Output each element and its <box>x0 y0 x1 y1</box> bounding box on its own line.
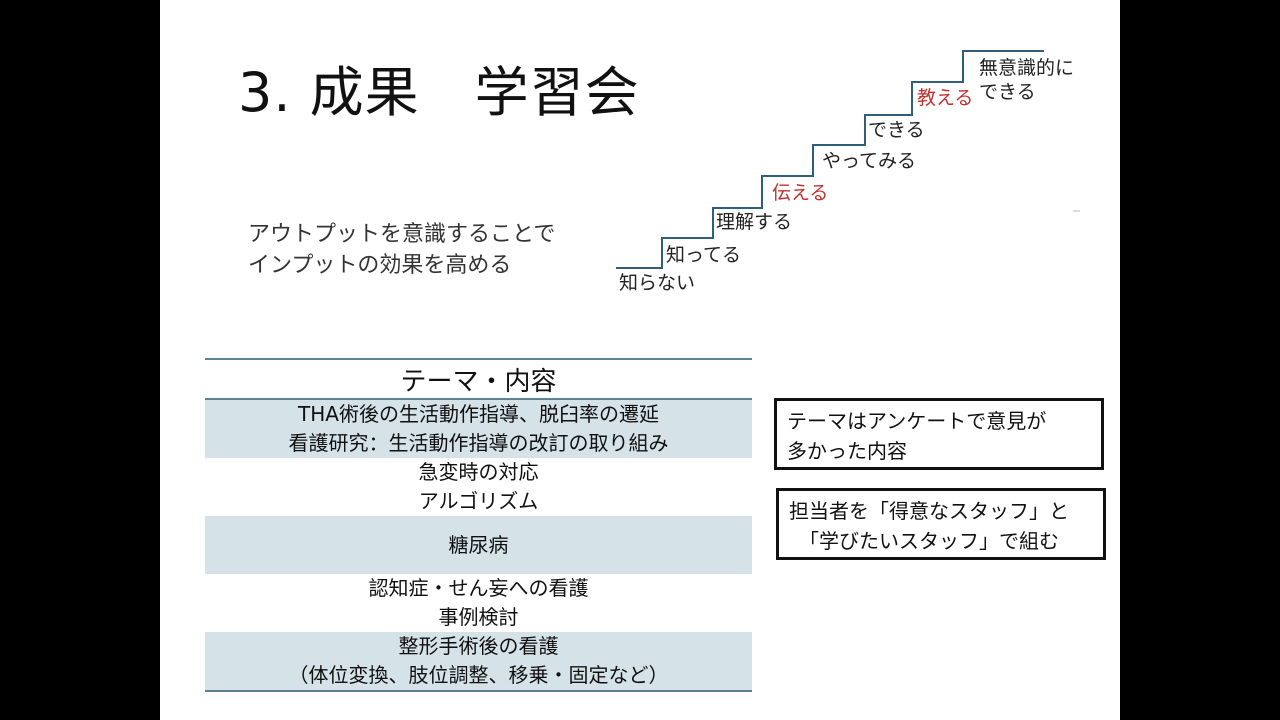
step-label-1: 知らない <box>619 272 696 294</box>
table-row: 急変時の対応 アルゴリズム <box>205 458 752 516</box>
table-row: THA術後の生活動作指導、脱臼率の遷延 看護研究：生活動作指導の改訂の取り組み <box>205 400 752 458</box>
table-cell-line: 整形手術後の看護 <box>398 634 559 658</box>
table-row: 認知症・せん妄への看護 事例検討 <box>205 574 752 632</box>
subtitle-line-1: アウトプットを意識することで <box>248 222 556 247</box>
step-label-5: やってみる <box>822 150 917 172</box>
theme-table: テーマ・内容 THA術後の生活動作指導、脱臼率の遷延 看護研究：生活動作指導の改… <box>205 358 752 692</box>
table-cell-line: （体位変換、肢位調整、移乗・固定など） <box>288 663 669 687</box>
subtitle: アウトプットを意識することで インプットの効果を高める <box>248 219 555 281</box>
subtitle-line-2: インプットの効果を高める <box>248 253 512 278</box>
table-header: テーマ・内容 <box>400 366 557 397</box>
step-top-line-2: できる <box>979 81 1036 103</box>
step-label-4: 伝える <box>772 182 829 204</box>
table-bottom-rule <box>205 690 752 692</box>
slide-title: 3. 成果 学習会 <box>238 61 640 124</box>
table-row: 糖尿病 <box>205 516 752 574</box>
table-cell-line: 糖尿病 <box>448 532 509 557</box>
staircase-line <box>616 50 1080 269</box>
step-label-6: できる <box>868 119 925 141</box>
slide: 3. 成果 学習会 アウトプットを意識することで インプットの効果を高める 知ら… <box>160 0 1120 720</box>
table-row: 整形手術後の看護 （体位変換、肢位調整、移乗・固定など） <box>205 632 752 690</box>
note-line: テーマはアンケートで意見が <box>787 409 1047 433</box>
note-box-pairing: 担当者を「得意なスタッフ」と 「学びたいスタッフ」で組む <box>776 488 1106 560</box>
step-label-7: 教える <box>917 87 974 109</box>
table-cell-line: 事例検討 <box>438 605 519 629</box>
table-header-rule <box>205 398 752 400</box>
table-cell-line: 急変時の対応 <box>418 460 539 484</box>
note-box-survey: テーマはアンケートで意見が 多かった内容 <box>774 398 1104 470</box>
table-cell-line: 認知症・せん妄への看護 <box>368 576 589 600</box>
note-line: 担当者を「得意なスタッフ」と <box>789 499 1069 523</box>
step-label-3: 理解する <box>716 211 793 233</box>
table-cell-line: 看護研究：生活動作指導の改訂の取り組み <box>288 431 669 455</box>
table-top-rule <box>205 358 752 360</box>
table-cell-line: THA術後の生活動作指導、脱臼率の遷延 <box>298 402 659 426</box>
note-line: 多かった内容 <box>787 439 907 463</box>
step-label-2: 知ってる <box>666 244 742 266</box>
step-label-top: 無意識的に できる <box>979 56 1074 104</box>
note-line: 「学びたいスタッフ」で組む <box>789 529 1059 553</box>
step-top-line-1: 無意識的に <box>979 57 1075 79</box>
table-cell-line: アルゴリズム <box>418 489 539 513</box>
